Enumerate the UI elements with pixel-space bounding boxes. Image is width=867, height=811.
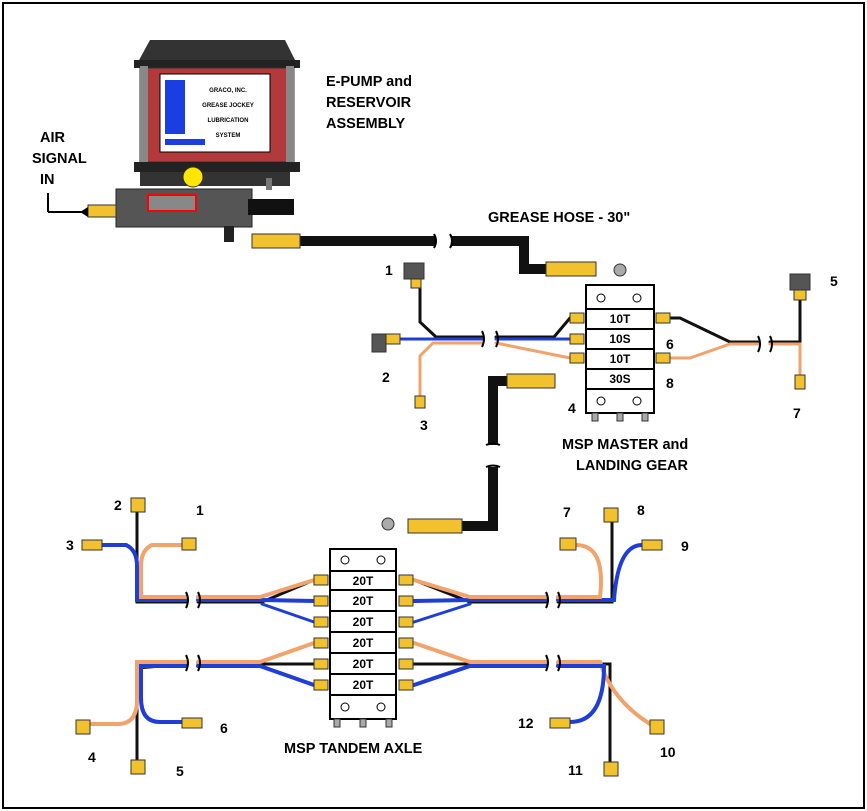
air-signal-line2: SIGNAL — [32, 151, 87, 167]
master-fittings — [371, 262, 811, 409]
master-point-number: 8 — [666, 375, 674, 391]
master-block-label: 10T — [610, 312, 631, 326]
tandem-point-number: 4 — [88, 749, 96, 765]
master-manifold: 10T 10S 10T 30S — [585, 284, 655, 414]
master-feed-lines — [390, 283, 802, 402]
tandem-point-number: 11 — [568, 762, 583, 778]
tandem-point-number: 2 — [114, 497, 122, 513]
master-point-number: 2 — [382, 369, 390, 385]
master-point-number: 4 — [568, 400, 576, 416]
tandem-title: MSP TANDEM AXLE — [284, 741, 423, 757]
tandem-point-number: 10 — [660, 744, 676, 760]
tandem-fittings — [75, 497, 665, 777]
tandem-block-label: 20T — [353, 594, 374, 608]
reservoir-label-text: GRACO, INC. — [209, 88, 247, 94]
tandem-point-number: 1 — [196, 502, 204, 518]
pump-title-line1: E-PUMP and — [326, 74, 412, 90]
diagram-labels: E-PUMP and RESERVOIR ASSEMBLY AIR SIGNAL… — [32, 74, 838, 779]
hose-breaks — [433, 233, 501, 468]
air-signal-line1: AIR — [40, 130, 66, 146]
main-grease-hose — [300, 236, 546, 274]
tandem-block-label: 20T — [353, 678, 374, 692]
tandem-block-label: 20T — [353, 615, 374, 629]
tandem-block-label: 20T — [353, 636, 374, 650]
tandem-manifold: 20T 20T 20T 20T 20T 20T — [329, 548, 397, 720]
air-signal-line3: IN — [40, 172, 55, 188]
tandem-block-label: 20T — [353, 657, 374, 671]
pump-indicator — [182, 166, 204, 188]
tandem-point-number: 12 — [518, 715, 534, 731]
master-title-line1: MSP MASTER and — [562, 437, 688, 453]
grease-hose-label: GREASE HOSE - 30" — [488, 210, 630, 226]
master-block-label: 10T — [610, 352, 631, 366]
tandem-point-number: 3 — [66, 537, 74, 553]
tandem-feed-lines — [88, 511, 652, 764]
tandem-point-number: 5 — [176, 763, 184, 779]
master-title-line2: LANDING GEAR — [576, 458, 689, 474]
pump-reservoir-assembly: GRACO, INC. GREASE JOCKEY LUBRICATION SY… — [47, 40, 300, 242]
tandem-point-number: 9 — [681, 538, 689, 554]
reservoir-label-text: GREASE JOCKEY — [202, 103, 254, 109]
hose-fittings — [251, 233, 627, 534]
master-block-label: 10S — [609, 332, 630, 346]
pump-title-line3: ASSEMBLY — [326, 116, 406, 132]
tandem-block-label: 20T — [353, 574, 374, 588]
reservoir-lid — [138, 40, 296, 62]
pump-title-line2: RESERVOIR — [326, 95, 412, 111]
pump-window — [147, 194, 197, 212]
tandem-point-number: 8 — [637, 502, 645, 518]
master-point-number: 5 — [830, 273, 838, 289]
master-point-number: 3 — [420, 417, 428, 433]
master-point-number: 1 — [385, 262, 393, 278]
master-block-label: 30S — [609, 372, 630, 386]
reservoir-label-text: LUBRICATION — [208, 118, 249, 124]
tandem-point-number: 7 — [563, 504, 571, 520]
reservoir-label-text: SYSTEM — [216, 133, 241, 139]
master-point-number: 7 — [793, 405, 801, 421]
master-point-number: 6 — [666, 336, 674, 352]
tandem-point-number: 6 — [220, 720, 228, 736]
